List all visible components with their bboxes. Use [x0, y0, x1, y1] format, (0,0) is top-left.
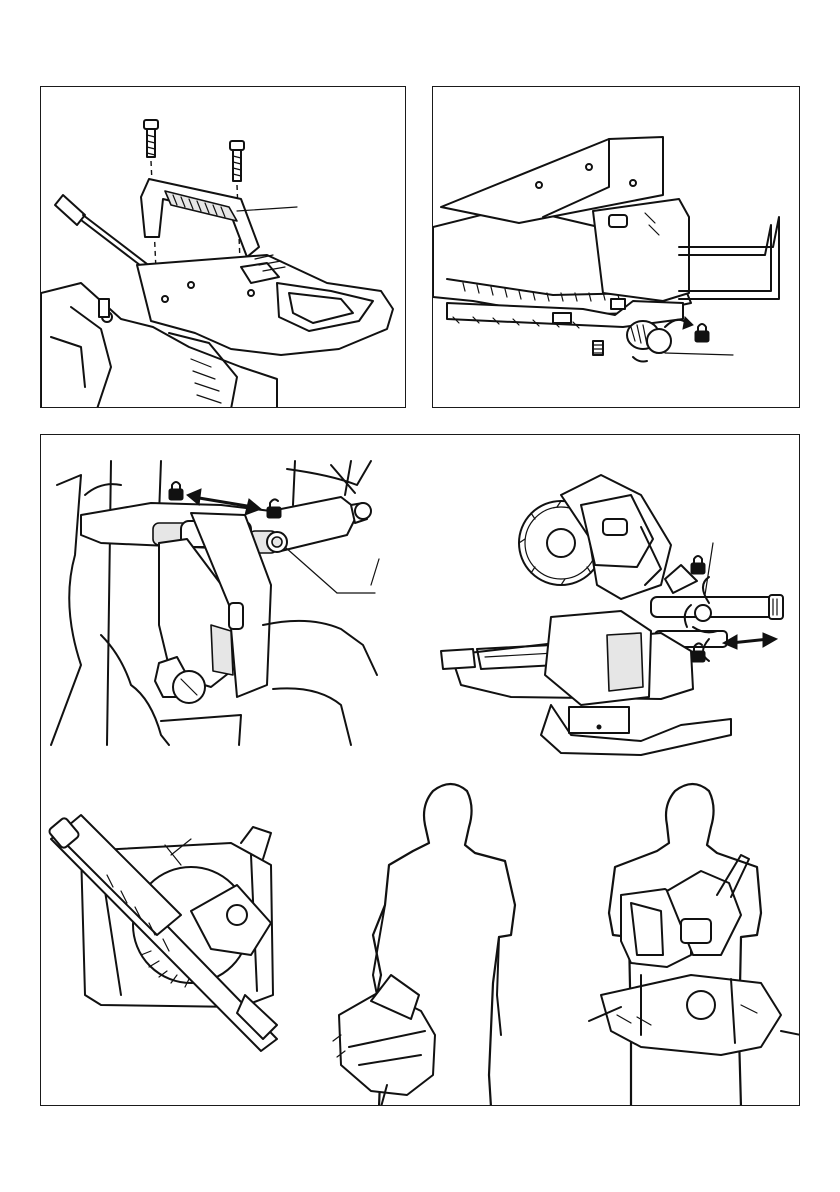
- rotate-arrow-tail: [633, 357, 647, 362]
- slide-rails: [679, 217, 779, 299]
- figure-lock-knob: [432, 86, 800, 408]
- screw-right: [230, 141, 244, 181]
- person-carrying-front: [589, 784, 800, 1106]
- saw-side-view: [441, 475, 783, 755]
- callout-leader: [705, 543, 713, 595]
- unlock-icon: [267, 499, 281, 518]
- lock-icon: [169, 482, 183, 500]
- figure-carrying-tool: [40, 434, 800, 1106]
- callout-leader: [237, 207, 297, 211]
- lock-icon: [691, 556, 705, 574]
- lock-knob-illustration: [433, 87, 800, 408]
- carrying-illustration: [41, 435, 800, 1106]
- carrying-handle: [141, 179, 259, 257]
- callout-leader: [665, 353, 733, 355]
- slide-lock-closeup: [51, 461, 379, 745]
- person-carrying-side: [333, 784, 515, 1106]
- figure-handle-installation: [40, 86, 406, 408]
- callout-leader: [285, 547, 337, 593]
- screwdriver: [55, 195, 151, 272]
- double-arrow-icon: [723, 633, 777, 649]
- rotate-arrowhead: [683, 317, 693, 329]
- saw-tilted-view: [48, 815, 277, 1051]
- lock-icon: [695, 324, 709, 342]
- screw-left: [144, 120, 158, 157]
- saw-head: [593, 199, 689, 301]
- handle-installation-illustration: [41, 87, 406, 408]
